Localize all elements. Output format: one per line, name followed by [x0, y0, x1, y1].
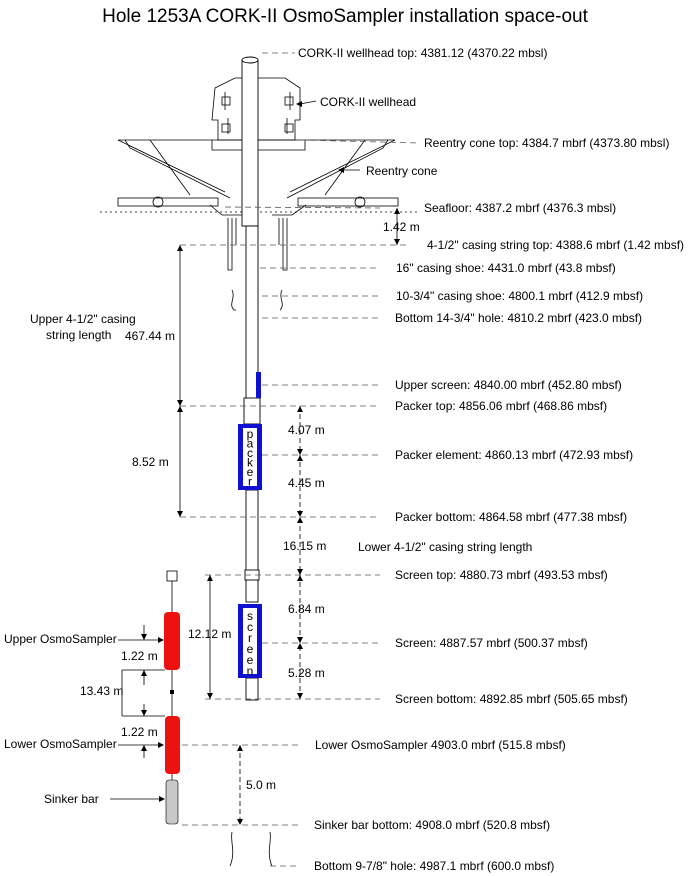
packer-letter: e — [247, 465, 254, 479]
leader-lines — [180, 52, 421, 867]
page-title: Hole 1253A CORK-II OsmoSampler installat… — [102, 6, 588, 27]
lower-osmosampler — [165, 716, 180, 774]
screen-letter: n — [247, 664, 254, 678]
label-lower-string-length: Lower 4-1/2" casing string length — [358, 540, 532, 554]
dim-5-28: 5.28 m — [288, 666, 325, 680]
label-lower-osmosampler: Lower OsmoSampler — [4, 737, 117, 751]
label-sinker-bar: Sinker bar — [44, 792, 99, 806]
screen-letter: r — [248, 631, 252, 645]
sinker-bar — [165, 779, 179, 825]
screen-letter: s — [247, 609, 253, 623]
label-casing-top: 4-1/2" casing string top: 4388.6 mbrf (1… — [427, 238, 684, 252]
label-1034-shoe: 10-3/4" casing shoe: 4800.1 mbrf (412.9 … — [396, 289, 643, 303]
label-screen-bottom: Screen bottom: 4892.85 mbrf (505.65 mbsf… — [395, 692, 628, 706]
label-reentry-cone-top: Reentry cone top: 4384.7 mbrf (4373.80 m… — [424, 136, 669, 150]
screen-element: screen — [238, 604, 262, 678]
dim-16-15: 16.15 m — [283, 539, 326, 553]
dim-467-44: 467.44 m — [125, 329, 175, 343]
label-packer-element: Packer element: 4860.13 mbrf (472.93 mbs… — [395, 448, 633, 462]
dim-8-52: 8.52 m — [132, 455, 169, 469]
upper-screen — [256, 372, 261, 398]
label-screen-top: Screen top: 4880.73 mbrf (493.53 mbsf) — [395, 568, 608, 582]
osmosampler-string — [164, 570, 180, 825]
label-upper-string-2: string length — [46, 328, 111, 342]
label-978-hole-bottom: Bottom 9-7/8" hole: 4987.1 mbrf (600.0 m… — [314, 859, 554, 873]
packer-letter: c — [247, 446, 253, 460]
label-lower-osmosampler-depth: Lower OsmoSampler 4903.0 mbrf (515.8 mbs… — [315, 738, 566, 752]
dim-5-0: 5.0 m — [246, 778, 276, 792]
label-upper-string-1: Upper 4-1/2" casing — [30, 312, 136, 326]
packer-letter: a — [247, 437, 254, 451]
label-packer-top: Packer top: 4856.06 mbrf (468.86 mbsf) — [395, 399, 607, 413]
label-1434-hole-bottom: Bottom 14-3/4" hole: 4810.2 mbrf (423.0 … — [395, 311, 642, 325]
label-sinker-bar-bottom: Sinker bar bottom: 4908.0 mbrf (520.8 mb… — [314, 818, 550, 832]
packer-letter: r — [248, 475, 252, 489]
upper-osmosampler — [164, 612, 180, 670]
dim-6-84: 6.84 m — [288, 602, 325, 616]
pointer-arrows — [110, 100, 360, 802]
cork-wellhead — [211, 77, 306, 151]
label-wellhead: CORK-II wellhead — [320, 95, 416, 109]
label-16in-shoe: 16" casing shoe: 4431.0 mbrf (43.8 mbsf) — [396, 261, 616, 275]
bottom-hole-break — [229, 831, 273, 867]
casing-string — [241, 56, 261, 701]
packer-letter: p — [247, 427, 254, 441]
screen-letter: e — [247, 653, 254, 667]
dim-12-12: 12.12 m — [188, 627, 231, 641]
dimension-lines — [121, 208, 400, 825]
dim-13-43: 13.43 m — [80, 684, 123, 698]
screen-letter: e — [247, 642, 254, 656]
dim-1-22-lower: 1.22 m — [121, 725, 158, 739]
label-upper-screen: Upper screen: 4840.00 mbrf (452.80 mbsf) — [395, 378, 622, 392]
screen-letter: c — [247, 620, 253, 634]
dim-1-22-upper: 1.22 m — [121, 649, 158, 663]
label-upper-osmosampler: Upper OsmoSampler — [4, 632, 117, 646]
label-seafloor: Seafloor: 4387.2 mbrf (4376.3 mbsl) — [424, 201, 616, 215]
dim-1-42: 1.42 m — [383, 220, 420, 234]
label-packer-bottom: Packer bottom: 4864.58 mbrf (477.38 mbsf… — [395, 510, 627, 524]
dim-4-07: 4.07 m — [288, 423, 325, 437]
label-screen: Screen: 4887.57 mbrf (500.37 mbsf) — [395, 636, 588, 650]
label-reentry-cone: Reentry cone — [366, 164, 438, 178]
label-wellhead-top: CORK-II wellhead top: 4381.12 (4370.22 m… — [298, 46, 547, 60]
dim-4-45: 4.45 m — [288, 476, 325, 490]
packer-letter: k — [247, 456, 254, 470]
hole-break — [231, 289, 283, 311]
